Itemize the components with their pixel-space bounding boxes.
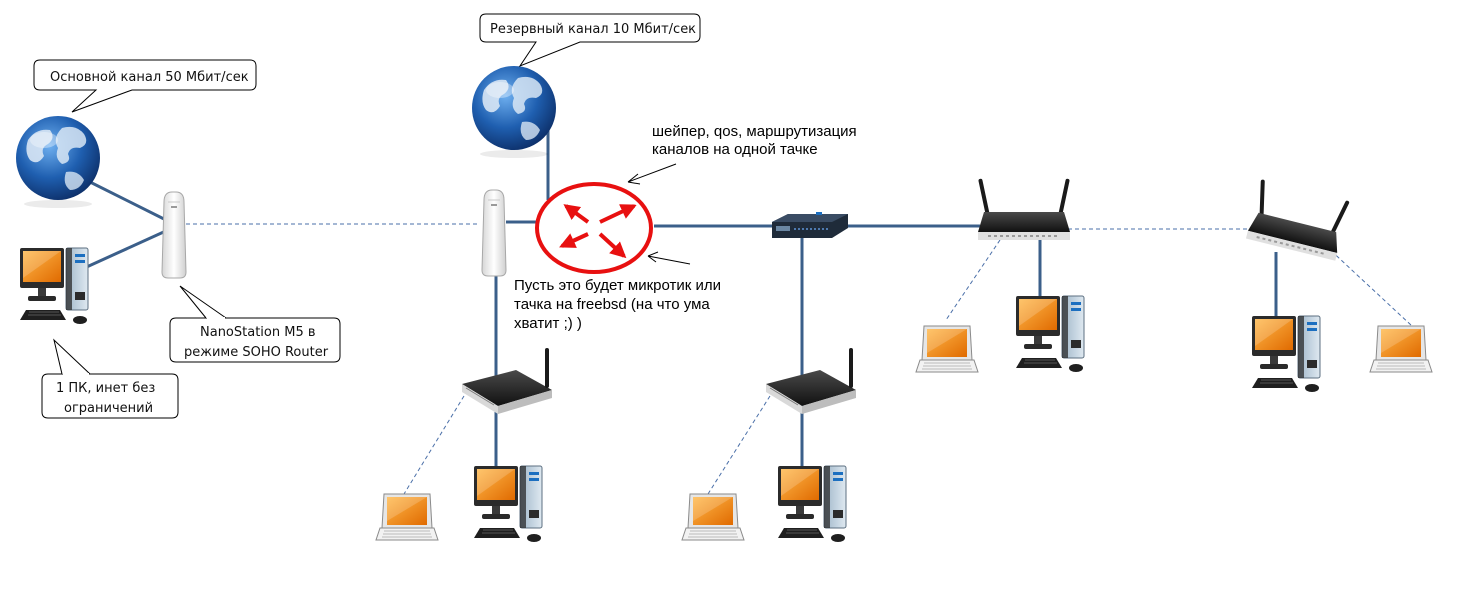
- desktop-pc-icon: [473, 465, 543, 543]
- callout-nanostation-line1: NanoStation M5 в: [200, 325, 316, 340]
- callout-backup-channel: Резервный канал 10 Мбит/сек: [479, 13, 701, 68]
- annotation-mikrotik: Пусть это будет микротик или тачка на fr…: [514, 251, 721, 332]
- callout-one-pc-line2: ограничений: [64, 401, 153, 416]
- callout-main-channel: Основной канал 50 Мбит/сек: [33, 59, 257, 113]
- internet-globe-icon: [16, 116, 100, 208]
- annotation-shaper-line1: шейпер, qos, маршрутизация: [652, 123, 857, 140]
- callout-backup-channel-text: Резервный канал 10 Мбит/сек: [490, 22, 696, 37]
- annotation-mikrotik-line2: тачка на freebsd (на что ума: [514, 296, 710, 313]
- laptop-icon: [915, 325, 979, 373]
- annotation-shaper-line2: каналов на одной тачке: [652, 141, 818, 158]
- links: [79, 128, 1278, 476]
- desktop-pc-icon: [1015, 295, 1085, 373]
- core-router-symbol-icon: [535, 182, 653, 274]
- desktop-pc-icon: [777, 465, 847, 543]
- nanostation-antenna-icon: [161, 191, 187, 279]
- desktop-pc-icon: [1251, 315, 1321, 393]
- network-switch-icon: [772, 212, 848, 238]
- wifi-router-icon: [1244, 177, 1352, 262]
- callout-nanostation-line2: режиме SOHO Router: [184, 345, 329, 360]
- annotation-mikrotik-line3: хватит ;) ): [514, 315, 582, 332]
- desktop-pc-icon: [19, 247, 89, 325]
- wifi-router-icon: [977, 177, 1071, 241]
- callout-one-pc-line1: 1 ПК, инет без: [56, 381, 155, 396]
- wireless-links: [186, 223, 1413, 495]
- laptop-icon: [681, 493, 745, 541]
- callout-nanostation: NanoStation M5 в режиме SOHO Router: [169, 285, 341, 363]
- annotation-shaper: шейпер, qos, маршрутизация каналов на од…: [627, 123, 857, 185]
- annotation-mikrotik-line1: Пусть это будет микротик или: [514, 277, 721, 294]
- nanostation-antenna-icon: [481, 189, 507, 277]
- wifi-router-icon: [765, 347, 857, 415]
- wifi-router-icon: [461, 347, 553, 415]
- callout-one-pc: 1 ПК, инет без ограничений: [41, 338, 179, 419]
- internet-globe-icon: [472, 66, 556, 158]
- laptop-icon: [1369, 325, 1433, 373]
- callout-main-channel-text: Основной канал 50 Мбит/сек: [50, 70, 249, 85]
- laptop-icon: [375, 493, 439, 541]
